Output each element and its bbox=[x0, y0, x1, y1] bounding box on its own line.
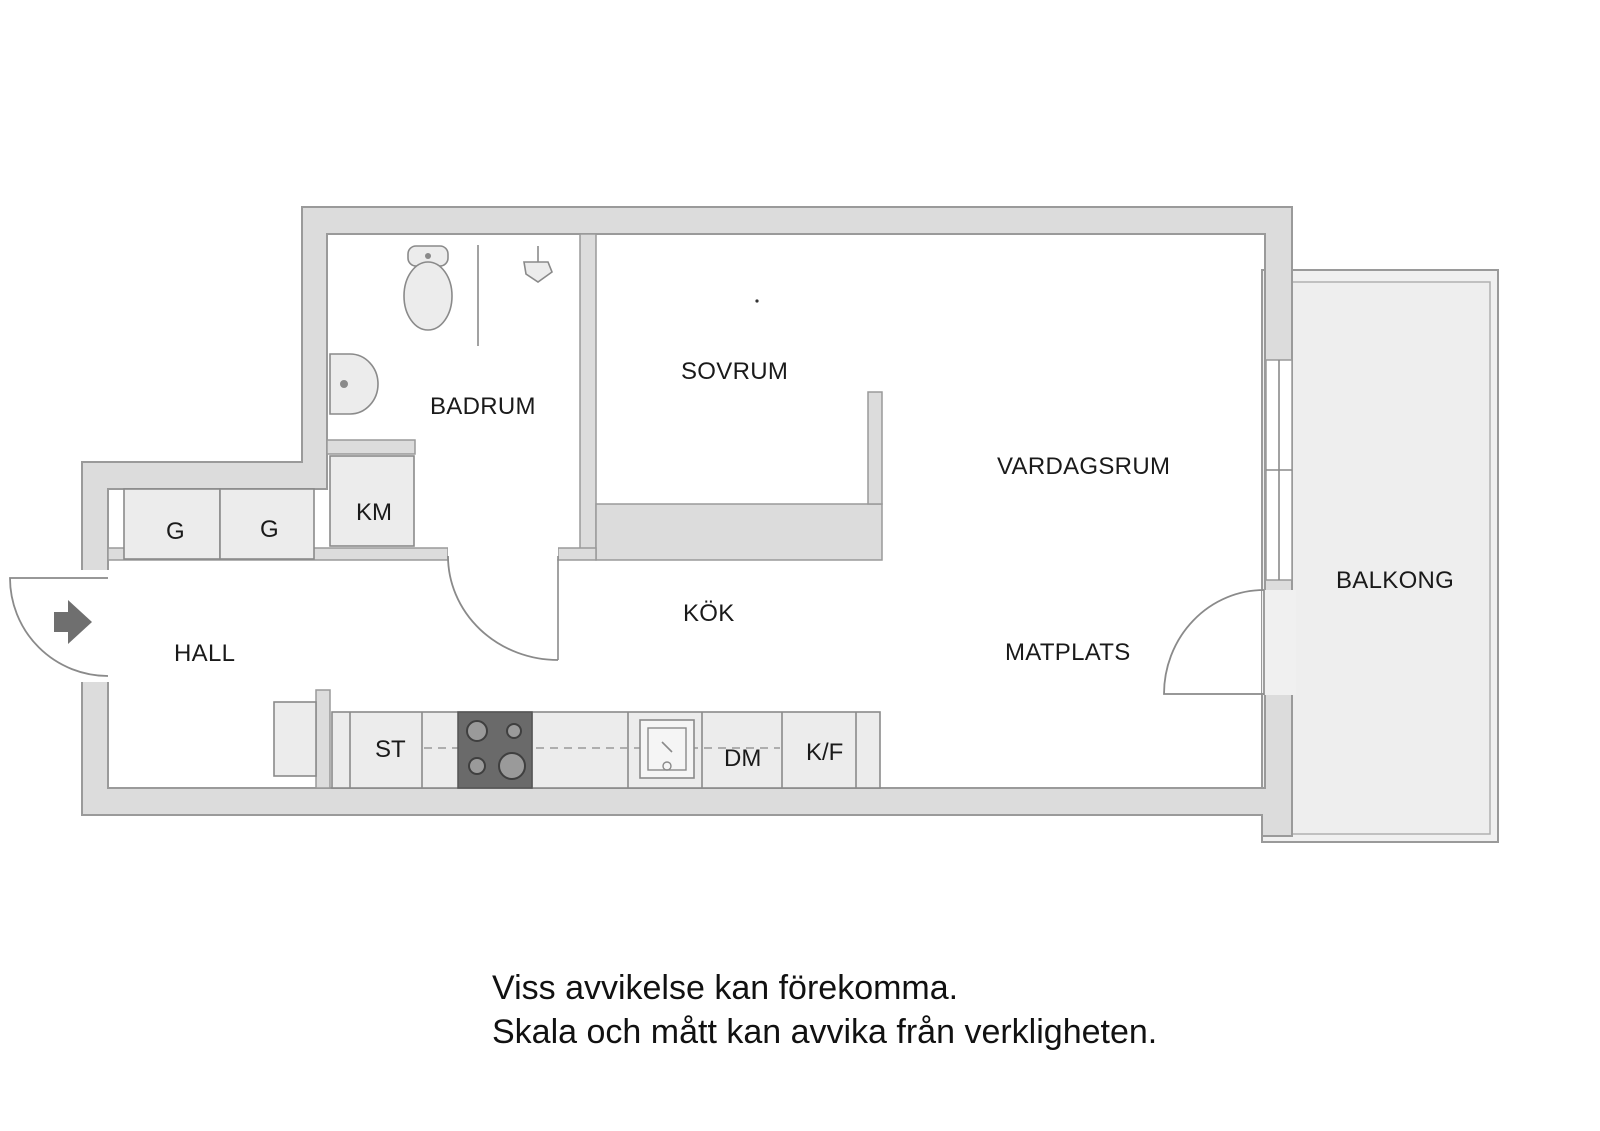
label-matplats: MATPLATS bbox=[1005, 639, 1131, 666]
balcony bbox=[1261, 269, 1499, 843]
label-balkong: BALKONG bbox=[1336, 567, 1454, 594]
label-sovrum: SOVRUM bbox=[681, 358, 788, 385]
bathroom-fixtures bbox=[329, 245, 559, 661]
label-closet-2: G bbox=[260, 516, 279, 543]
label-closet-1: G bbox=[166, 518, 185, 545]
balcony-door bbox=[1163, 589, 1265, 695]
stove-icon bbox=[457, 711, 533, 789]
disclaimer-line-1: Viss avvikelse kan förekomma. bbox=[492, 969, 959, 1007]
label-dm: DM bbox=[724, 745, 761, 772]
bathroom-door bbox=[447, 545, 559, 661]
kitchen-counter bbox=[273, 701, 881, 789]
disclaimer: Viss avvikelse kan förekomma. Skala och … bbox=[492, 966, 1157, 1054]
window-vardagsrum bbox=[1265, 359, 1293, 581]
label-hall: HALL bbox=[174, 640, 235, 667]
label-badrum: BADRUM bbox=[430, 393, 536, 420]
label-washing-machine: KM bbox=[356, 499, 392, 526]
shower-icon bbox=[523, 246, 553, 283]
kitchen-sink-icon bbox=[639, 719, 695, 779]
hall-closets bbox=[123, 488, 315, 560]
label-st: ST bbox=[375, 736, 406, 763]
label-vardagsrum: VARDAGSRUM bbox=[997, 453, 1170, 480]
entrance-arrow-icon bbox=[54, 600, 92, 644]
disclaimer-line-2: Skala och mått kan avvika från verklighe… bbox=[492, 1013, 1158, 1051]
entrance-door bbox=[9, 577, 109, 677]
label-kok: KÖK bbox=[683, 600, 735, 627]
washing-machine bbox=[329, 455, 415, 547]
toilet-icon bbox=[403, 245, 453, 331]
label-kf: K/F bbox=[806, 739, 843, 766]
sink-icon bbox=[329, 353, 379, 415]
